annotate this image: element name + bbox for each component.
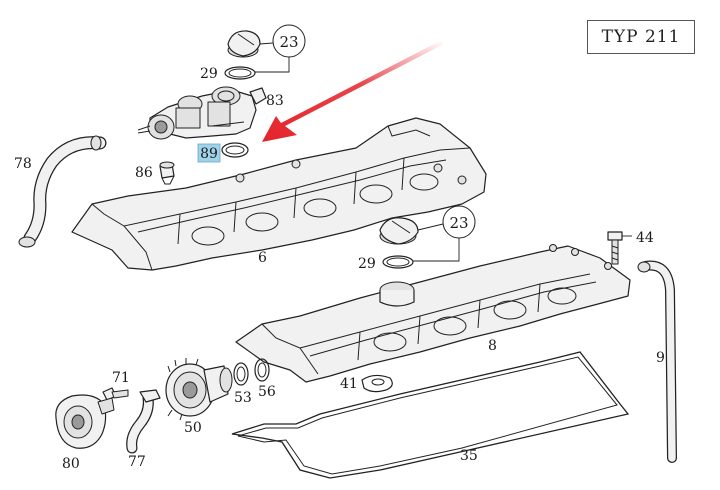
label-77: 77 [128,454,146,470]
svg-text:23: 23 [449,214,468,232]
seal-53 [233,362,249,386]
label-44: 44 [636,230,654,246]
callout-23-top: 23 [259,24,306,58]
gasket-35 [231,351,630,479]
cylinder-head-cover-6 [71,117,487,271]
oil-filler-cap-top [227,30,261,58]
seal-ring-29-top [224,66,256,80]
label-71: 71 [112,370,130,386]
label-78: 78 [14,156,32,172]
label-29-mid: 29 [358,256,376,272]
label-50: 50 [184,420,202,436]
label-89: 89 [200,146,218,162]
oil-separator-assembly [137,86,267,140]
seal-ring-29-mid [382,255,414,269]
label-80: 80 [62,456,80,472]
label-35: 35 [460,448,478,464]
seal-56 [254,358,270,382]
callout-23-mid: 23 [417,205,476,239]
part-89-highlight [197,143,221,163]
label-41: 41 [340,376,358,392]
label-29-top: 29 [200,66,218,82]
label-83: 83 [266,93,284,109]
camshaft-magnet-80 [55,394,115,449]
highlight-arrow [262,41,444,142]
cylinder-head-cover-8 [235,244,631,383]
plug-86 [159,161,175,185]
camshaft-adjuster-50 [165,358,233,421]
label-6: 6 [258,250,267,266]
label-9: 9 [656,350,665,366]
model-type-label: TYP 211 [587,20,695,54]
oil-filler-cap-mid [379,217,419,245]
label-56: 56 [258,384,276,400]
breather-hose-78 [18,135,107,248]
clip-41 [361,374,393,393]
label-8: 8 [488,338,497,354]
leader-29-top [255,57,290,73]
seal-ring-89 [221,142,249,158]
hose-9 [637,260,677,463]
label-53: 53 [234,390,252,406]
label-86: 86 [135,165,153,181]
bolt-71 [102,387,129,401]
hose-77 [126,389,161,454]
leader-29-mid [413,238,460,262]
svg-text:23: 23 [279,33,298,51]
bolt-44 [607,231,623,265]
